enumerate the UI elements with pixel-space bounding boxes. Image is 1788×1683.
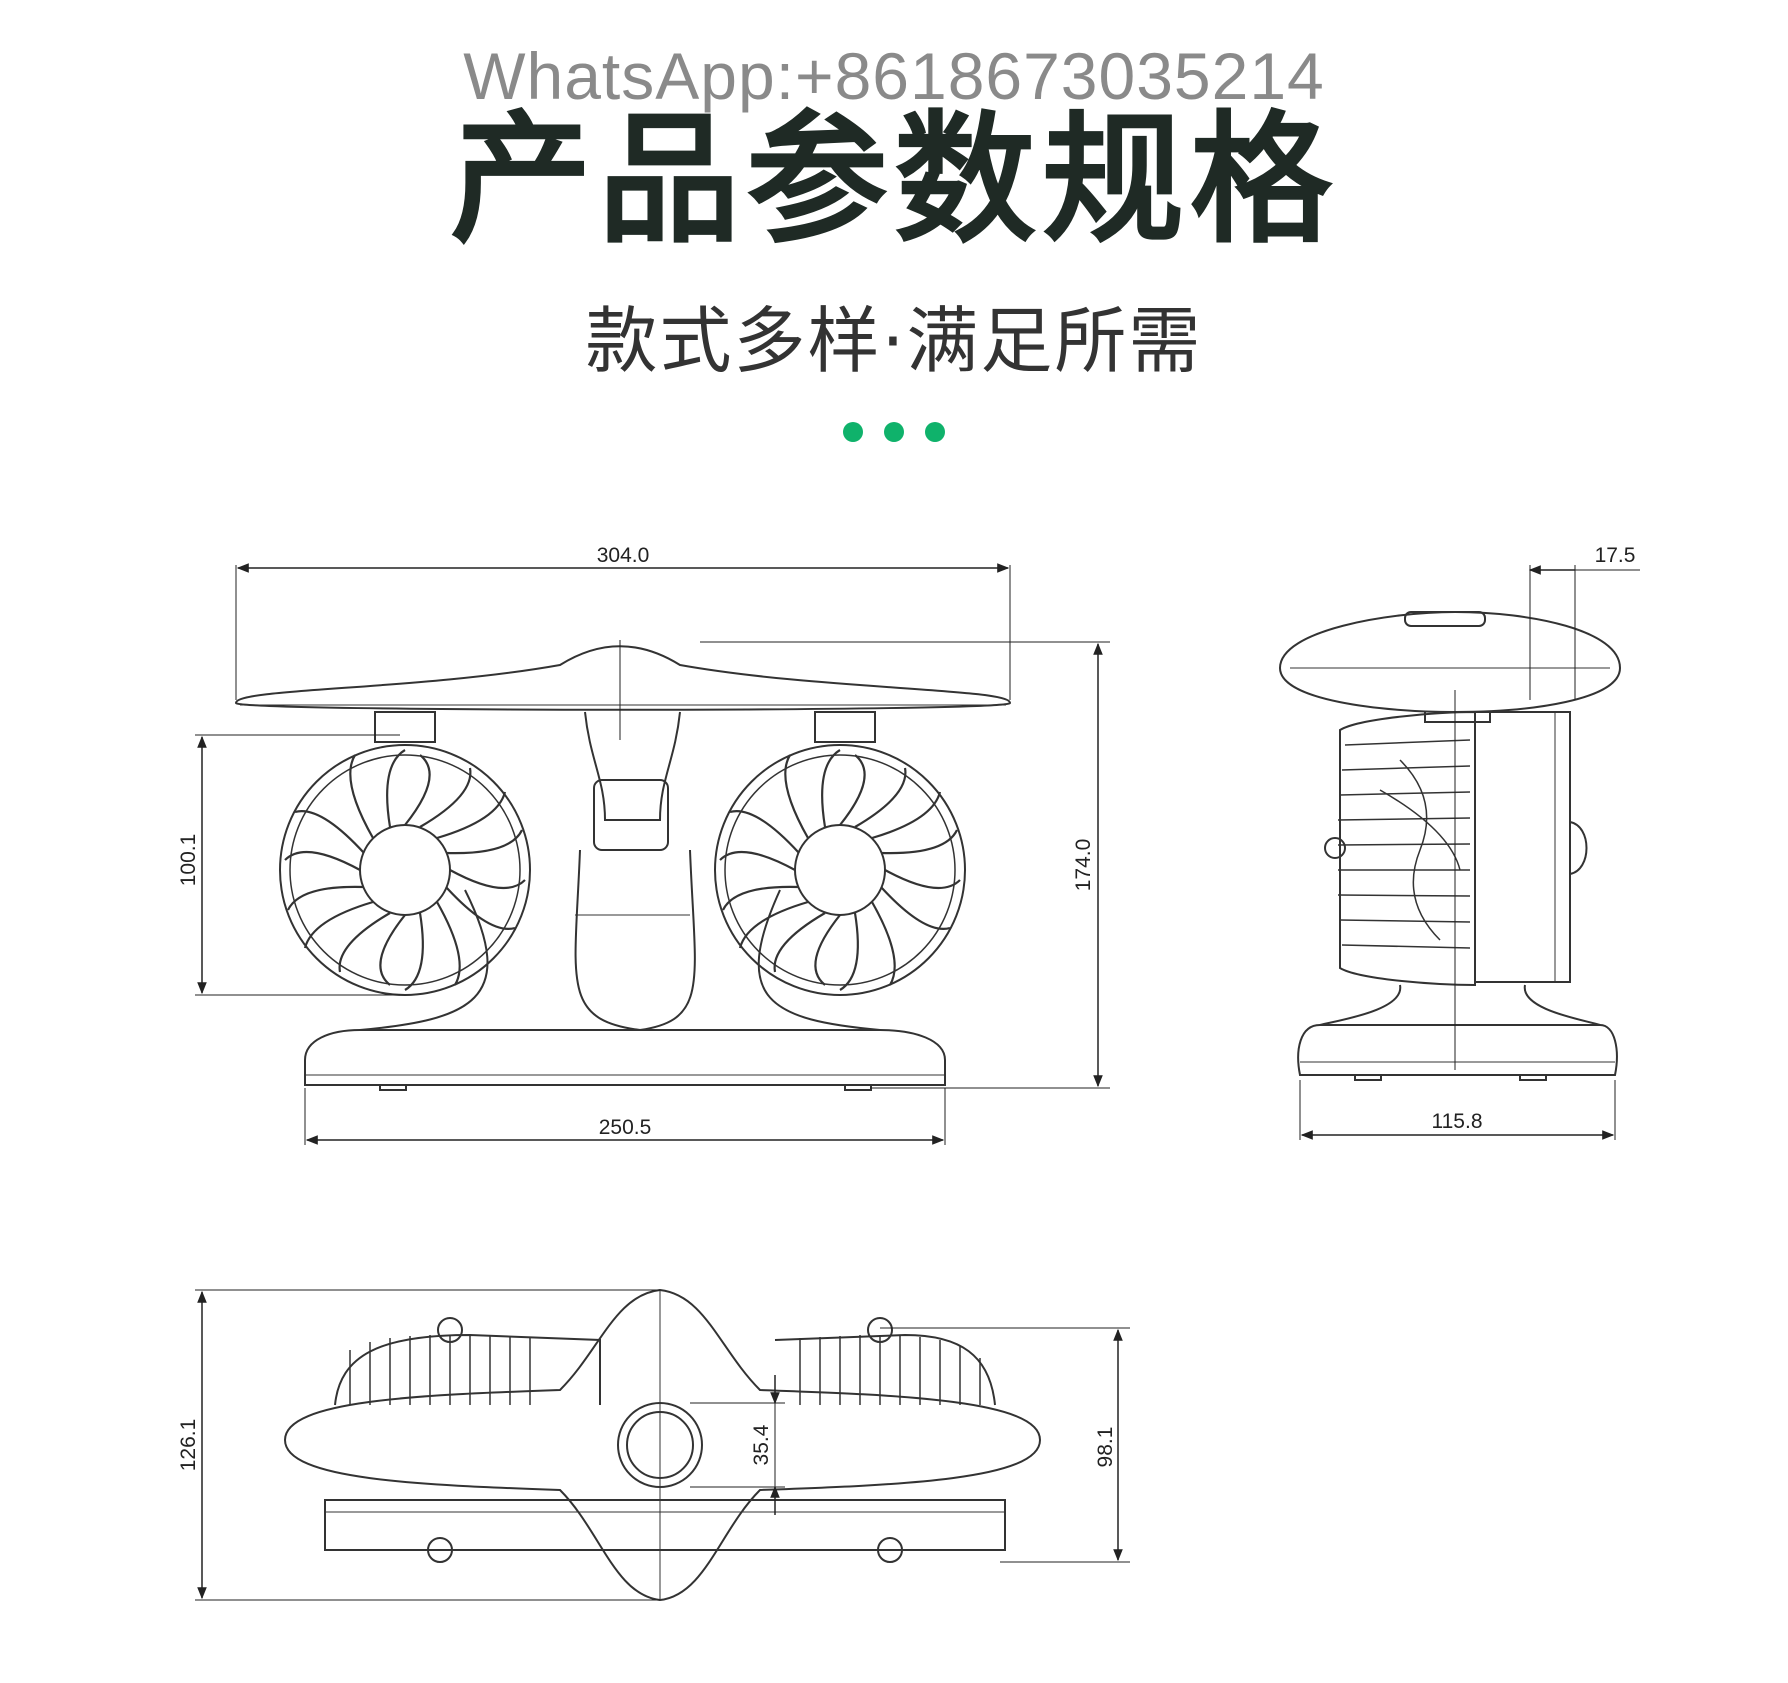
right-fan-illustration [714, 744, 966, 996]
watermark-text: WhatsApp:+8618673035214 [463, 39, 1325, 113]
page-title: 产品参数规格 [450, 98, 1338, 263]
pagination-dot-2 [884, 422, 904, 442]
dim-top-fan-depth: 98.1 [1094, 1427, 1117, 1468]
dim-front-fan-height: 100.1 [177, 834, 200, 887]
dim-front-base-width: 250.5 [599, 1116, 652, 1139]
dim-front-width: 304.0 [597, 544, 650, 567]
page-subtitle: 款式多样·满足所需 [585, 299, 1203, 383]
dim-front-total-height: 174.0 [1072, 839, 1095, 892]
pagination-dot-3 [925, 422, 946, 442]
dim-side-depth-offset: 17.5 [1595, 544, 1636, 567]
top-view [283, 1288, 1042, 1602]
dim-side-base-depth: 115.8 [1432, 1110, 1483, 1133]
pagination-dots [0, 422, 1788, 446]
top-dimension-lines [195, 1289, 1130, 1601]
pagination-dot-1 [842, 422, 863, 442]
front-view [234, 645, 1012, 1091]
front-dimension-lines [195, 563, 1110, 1145]
side-view [1278, 610, 1622, 1081]
side-dimension-lines [1299, 565, 1640, 1140]
dim-top-center-diameter: 35.4 [750, 1424, 773, 1465]
left-fan-illustration [279, 744, 531, 996]
dim-top-total-depth: 126.1 [177, 1419, 200, 1472]
